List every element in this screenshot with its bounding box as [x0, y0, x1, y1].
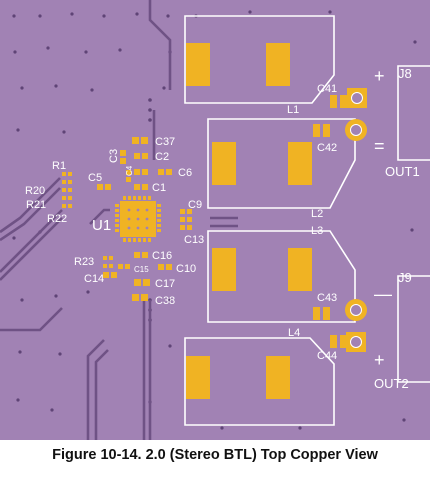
label-c14: C14	[84, 273, 104, 285]
label-c4: C4	[125, 165, 134, 176]
label-c2: C2	[155, 151, 169, 163]
label-u1: U1	[92, 217, 111, 234]
connector-j8: J8 + = OUT1	[345, 65, 430, 179]
label-c15: C15	[134, 265, 149, 274]
label-j8: J8	[398, 66, 412, 81]
label-c10: C10	[176, 263, 196, 275]
label-c9: C9	[188, 199, 202, 211]
inductor-l3: L3	[207, 225, 356, 323]
ic-u1: U1	[92, 196, 161, 242]
label-c1: C1	[152, 182, 166, 194]
label-r22: R22	[47, 213, 67, 225]
label-minus-top: =	[374, 136, 385, 156]
label-l2: L2	[311, 208, 323, 220]
label-plus-top: +	[374, 66, 385, 86]
connector-j9: J9 — + OUT2	[345, 270, 430, 391]
label-r20: R20	[25, 185, 45, 197]
label-c17: C17	[155, 278, 175, 290]
label-l4: L4	[288, 327, 300, 339]
label-minus-bottom: —	[374, 284, 392, 304]
label-c13: C13	[184, 234, 204, 246]
label-c37: C37	[155, 136, 175, 148]
label-plus-bottom: +	[374, 350, 385, 370]
figure-caption: Figure 10-14. 2.0 (Stereo BTL) Top Coppe…	[52, 447, 378, 463]
label-out2: OUT2	[374, 376, 409, 391]
label-c38: C38	[155, 295, 175, 307]
decoupling-caps: C37 C2 C3 C4 C6 C5 C1 C9 C13 C16 C15 C10…	[84, 136, 204, 307]
label-c43: C43	[317, 292, 337, 304]
label-c44: C44	[317, 350, 337, 362]
board-background	[0, 0, 430, 440]
resistors-left: R1 R20 R21 R22 R23	[25, 160, 113, 268]
inductor-l2: L2	[207, 118, 356, 220]
label-l3: L3	[311, 225, 323, 237]
inductor-l4: L4	[184, 327, 335, 426]
inductor-l1: L1	[184, 15, 335, 116]
label-r23: R23	[74, 256, 94, 268]
label-c3: C3	[108, 149, 120, 163]
label-j9: J9	[398, 270, 412, 285]
label-l1: L1	[287, 104, 299, 116]
label-r1: R1	[52, 160, 66, 172]
label-c5: C5	[88, 172, 102, 184]
label-c6: C6	[178, 167, 192, 179]
label-c42: C42	[317, 142, 337, 154]
label-c41: C41	[317, 83, 337, 95]
pcb-board: L1 L2 L3 L4 C41 C42 C43 C44	[0, 0, 430, 440]
label-out1: OUT1	[385, 164, 420, 179]
label-r21: R21	[26, 199, 46, 211]
label-c16: C16	[152, 250, 172, 262]
output-caps: C41 C42 C43 C44	[313, 83, 347, 362]
copper-traces	[0, 0, 238, 440]
